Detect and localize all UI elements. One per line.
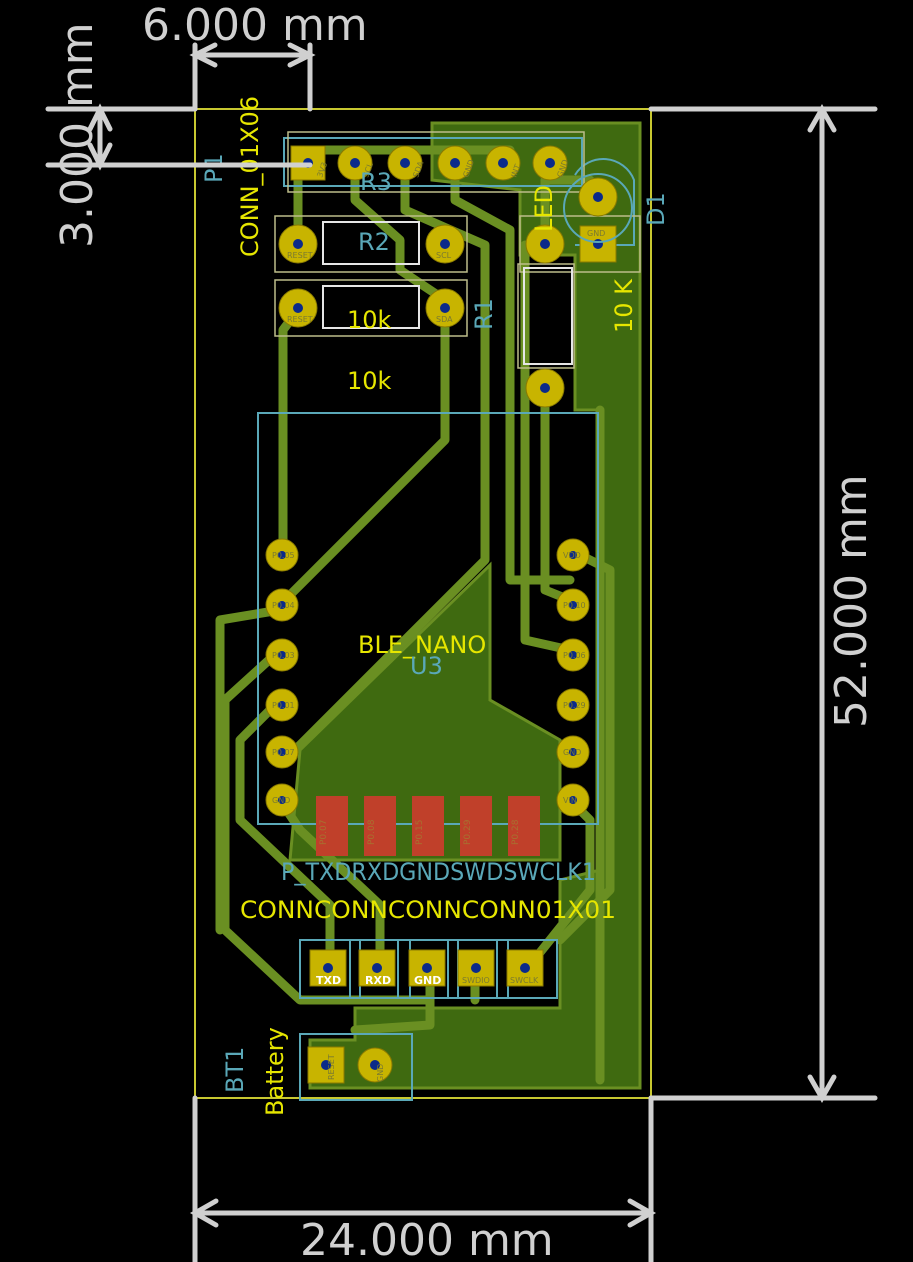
square-pads <box>290 145 617 1084</box>
module-left-pin-label: P0.04 <box>272 601 295 610</box>
pad-label-swdio: SWDIO <box>462 976 490 985</box>
module-left-pin-label: P0.05 <box>272 551 295 560</box>
pad-label-gnd: GND <box>587 229 605 238</box>
module-right-pin-label: P0.10 <box>563 601 586 610</box>
dimension-bottom-width: 24.000 mm <box>300 1215 554 1262</box>
pad-label-battery-plus: RESET <box>327 1054 336 1080</box>
smd-pad-label: P0.28 <box>511 819 521 845</box>
r3-reference: R3 <box>360 168 392 196</box>
battery-square-pad <box>307 1046 345 1084</box>
module-left-pin-label: GND <box>272 796 290 805</box>
smd-pad-label: P0.29 <box>463 819 473 845</box>
dimension-right-height: 52.000 mm <box>826 474 877 728</box>
module-pin-labels: P0.05 P0.04 P0.03 P0.01 P0.07 GND VIN P0… <box>272 551 586 805</box>
r2-reference: R2 <box>358 228 390 256</box>
pad-label-scl: SCL <box>436 251 452 260</box>
bt1-reference: BT1 <box>221 1047 249 1093</box>
d1-reference: D1 <box>642 192 670 226</box>
pad-label-gnd: GND <box>414 974 441 987</box>
dimension-lines <box>45 42 878 1262</box>
p1-value: CONN_01X06 <box>236 96 264 257</box>
module-right-pin-label: GND <box>563 748 581 757</box>
module-right-pin-label: P0.29 <box>563 701 586 710</box>
module-left-pin-label: P0.07 <box>272 748 295 757</box>
drill-holes <box>278 158 603 1070</box>
pad-label-rxd: RXD <box>365 974 391 987</box>
dimension-top-width: 6.000 mm <box>142 0 368 51</box>
r1-reference: R1 <box>470 298 498 330</box>
resistor-bodies <box>322 221 573 365</box>
test-point-values: CONNCONNCONNCONN01X01 <box>240 896 616 924</box>
module-right-pin-label: P0.06 <box>563 651 586 660</box>
bt1-value: Battery <box>261 1027 289 1116</box>
test-point-references: P_TXDRXDGNDSWDSWCLK1 <box>281 858 596 886</box>
dimension-left-height: 3.000 mm <box>52 22 103 248</box>
pad-labels: RESET RESET SCL SDA GND TXD RXD GND SWDI… <box>287 229 605 1082</box>
pad-label-sda: SDA <box>436 315 453 324</box>
u3-reference: U3 <box>410 652 443 680</box>
p1-reference: P1 <box>200 153 228 183</box>
smd-pad-label: P0.15 <box>415 820 425 845</box>
module-left-pin-label: P0.03 <box>272 651 295 660</box>
d1-value: 10 K <box>610 278 638 333</box>
module-right-pin-label: VIN <box>563 796 577 805</box>
module-right-pin-label: VDD <box>563 551 581 560</box>
r3-value: 10k <box>347 367 392 395</box>
board-outline <box>194 108 652 1099</box>
pad-label-txd: TXD <box>316 974 341 987</box>
led-label: LED <box>530 185 558 232</box>
smd-pad-label: P0.08 <box>367 819 377 845</box>
pad-label-reset: RESET <box>287 315 313 324</box>
smd-pads: P0.07 P0.08 P0.15 P0.29 P0.28 <box>316 796 540 856</box>
pad-label-battery-gnd: GND <box>376 1064 385 1082</box>
u3-value: BLE_NANO <box>358 631 486 659</box>
copper-tracks <box>215 145 615 1085</box>
silkscreen-outlines <box>274 131 641 369</box>
header-pin-label: INT <box>509 163 522 179</box>
smd-pad-label: P0.07 <box>319 820 329 845</box>
copper-pour-center <box>288 561 562 862</box>
pad-label-reset: RESET <box>287 251 313 260</box>
module-left-pin-label: P0.01 <box>272 701 295 710</box>
r2-value: 10k <box>347 306 392 334</box>
d1-outline <box>563 173 633 243</box>
pad-label-swclk: SWCLK <box>510 976 539 985</box>
